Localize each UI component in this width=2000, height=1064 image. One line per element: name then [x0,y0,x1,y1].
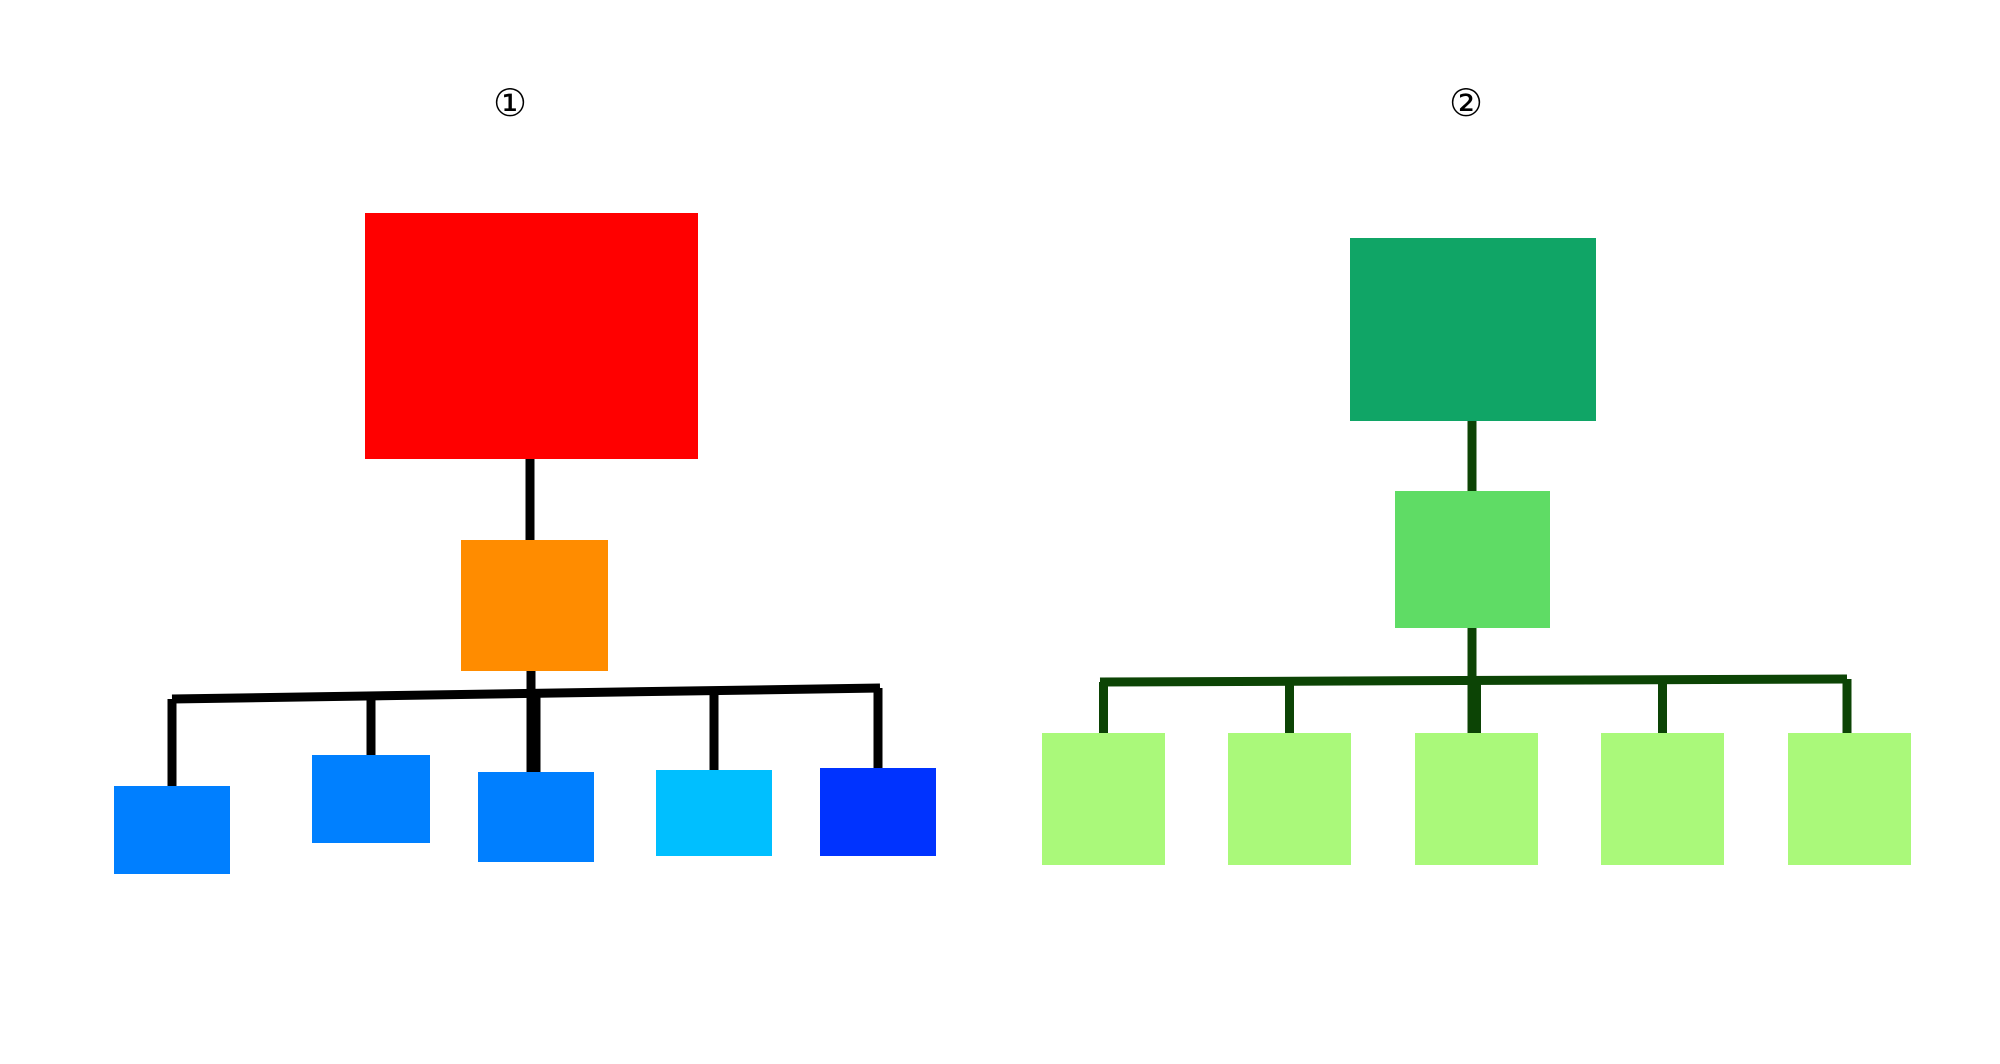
lightgreen-leaf-1[interactable] [1042,733,1165,865]
blue-leaf-2[interactable] [312,755,430,843]
lightgreen-leaf-2[interactable] [1228,733,1351,865]
blue-leaf-1[interactable] [114,786,230,874]
green-middle-box[interactable] [1395,491,1550,628]
blue-leaf-3[interactable] [478,772,594,862]
diagram-2-label: ② [1448,81,1484,125]
lightgreen-leaf-3[interactable] [1415,733,1538,865]
cyan-leaf-4[interactable] [656,770,772,856]
lightgreen-leaf-5[interactable] [1788,733,1911,865]
lightgreen-leaf-4[interactable] [1601,733,1724,865]
green-root-box[interactable] [1350,238,1596,421]
red-root-box[interactable] [365,213,698,459]
darkblue-leaf-5[interactable] [820,768,936,856]
orange-middle-box[interactable] [461,540,608,671]
diagram-1-label: ① [492,81,528,125]
